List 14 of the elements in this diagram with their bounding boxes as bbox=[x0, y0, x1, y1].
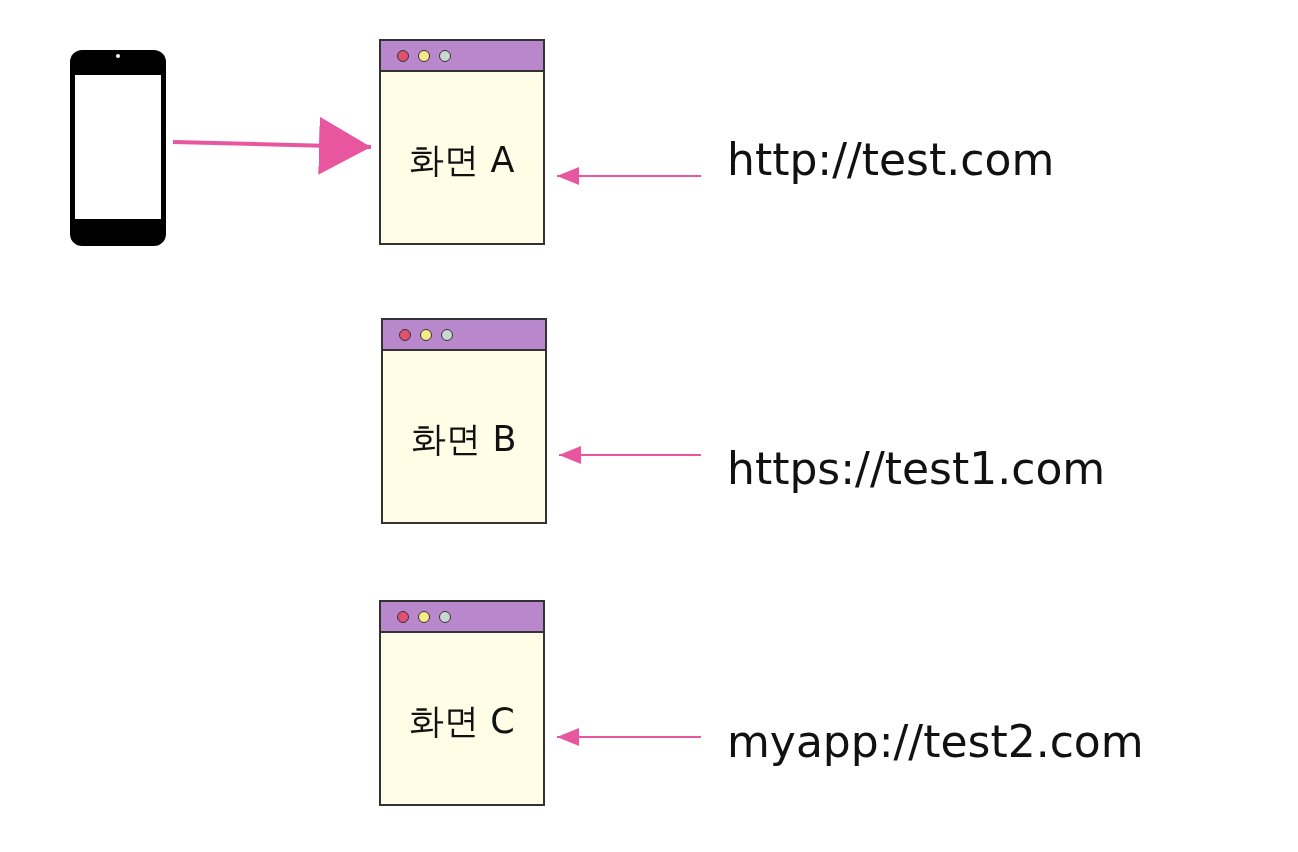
url-text: https://test1.com bbox=[727, 445, 1106, 494]
screen-window bbox=[379, 39, 545, 245]
screen-label: 화면 A bbox=[409, 139, 515, 182]
screen-label: 화면 B bbox=[411, 418, 517, 461]
url-text: http://test.com bbox=[727, 136, 1055, 185]
arrow bbox=[556, 728, 702, 746]
phone-icon bbox=[70, 50, 166, 246]
screen-window bbox=[381, 318, 547, 524]
screen-window bbox=[379, 600, 545, 806]
screen-label: 화면 C bbox=[409, 700, 515, 743]
url-text: myapp://test2.com bbox=[727, 718, 1144, 767]
arrow bbox=[172, 116, 372, 175]
arrow bbox=[558, 446, 702, 464]
arrow bbox=[556, 167, 702, 185]
